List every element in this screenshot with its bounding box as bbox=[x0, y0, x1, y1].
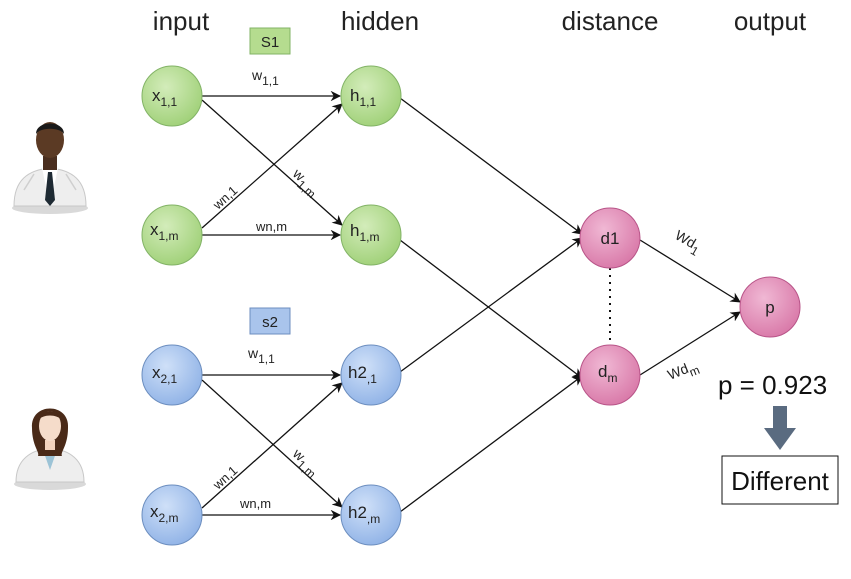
node-h2m: h2,m bbox=[340, 484, 402, 546]
node-x1m: x1,m bbox=[141, 204, 203, 266]
node-p: p bbox=[739, 276, 801, 338]
svg-text:h1,m: h1,m bbox=[350, 221, 379, 244]
column-title-hidden: hidden bbox=[341, 6, 419, 36]
svg-text:x2,m: x2,m bbox=[150, 502, 179, 525]
weight-label-top-w1m: w1,m bbox=[286, 165, 323, 201]
edge-h21-d1 bbox=[399, 237, 583, 373]
decision-box: Different bbox=[721, 455, 839, 505]
svg-text:dm: dm bbox=[598, 362, 617, 385]
edge-h2m-dm bbox=[399, 375, 583, 513]
weight-label-wd1: Wd1 bbox=[670, 227, 705, 259]
edge-dm-p bbox=[639, 311, 741, 376]
node-dm: dm bbox=[579, 344, 641, 406]
subnet-tag-s1: S1 bbox=[249, 27, 291, 55]
node-x21: x2,1 bbox=[141, 344, 203, 406]
edge-h11-d1 bbox=[399, 97, 583, 235]
svg-text:p: p bbox=[765, 298, 774, 317]
svg-text:h1,1: h1,1 bbox=[350, 86, 376, 109]
female-doctor-icon bbox=[14, 408, 86, 490]
edge-d1-p bbox=[639, 239, 741, 303]
node-x2m: x2,m bbox=[141, 484, 203, 546]
weight-label-wdm: Wdm bbox=[665, 356, 702, 387]
edge-x2m-h21 bbox=[201, 382, 343, 509]
node-h1m: h1,m bbox=[340, 204, 402, 266]
male-doctor-icon bbox=[12, 122, 88, 214]
weight-label-top-wnm: wn,m bbox=[255, 219, 287, 234]
node-d1: d1 bbox=[579, 207, 641, 269]
svg-text:x2,1: x2,1 bbox=[152, 363, 178, 386]
down-arrow-icon bbox=[764, 406, 796, 450]
edge-x11-h1m bbox=[201, 99, 343, 226]
svg-text:x1,m: x1,m bbox=[150, 220, 179, 243]
column-title-output: output bbox=[734, 6, 807, 36]
node-h11: h1,1 bbox=[340, 65, 402, 127]
edge-x21-h2m bbox=[201, 379, 343, 508]
weight-label-top-w11: w1,1 bbox=[251, 67, 279, 88]
edge-x1m-h11 bbox=[201, 103, 343, 229]
subnet-tag-s2-label: s2 bbox=[262, 314, 278, 331]
column-title-distance: distance bbox=[562, 6, 659, 36]
svg-text:h2,1: h2,1 bbox=[348, 363, 377, 386]
svg-text:d1: d1 bbox=[601, 229, 620, 248]
column-title-input: input bbox=[153, 6, 210, 36]
svg-text:h2,m: h2,m bbox=[348, 503, 380, 526]
node-x11: x1,1 bbox=[141, 65, 203, 127]
weight-label-bot-w1m: w1,m bbox=[286, 445, 323, 481]
weight-label-bot-wnm: wn,m bbox=[239, 496, 271, 511]
node-h21: h2,1 bbox=[340, 344, 402, 406]
decision-label: Different bbox=[731, 466, 830, 496]
weight-label-bot-w11: w1,1 bbox=[247, 345, 275, 366]
subnet-tag-s1-label: S1 bbox=[261, 34, 279, 51]
edge-h1m-dm bbox=[399, 239, 583, 379]
probability-result: p = 0.923 bbox=[718, 370, 827, 400]
subnet-tag-s2: s2 bbox=[249, 307, 291, 335]
svg-text:x1,1: x1,1 bbox=[152, 86, 178, 109]
